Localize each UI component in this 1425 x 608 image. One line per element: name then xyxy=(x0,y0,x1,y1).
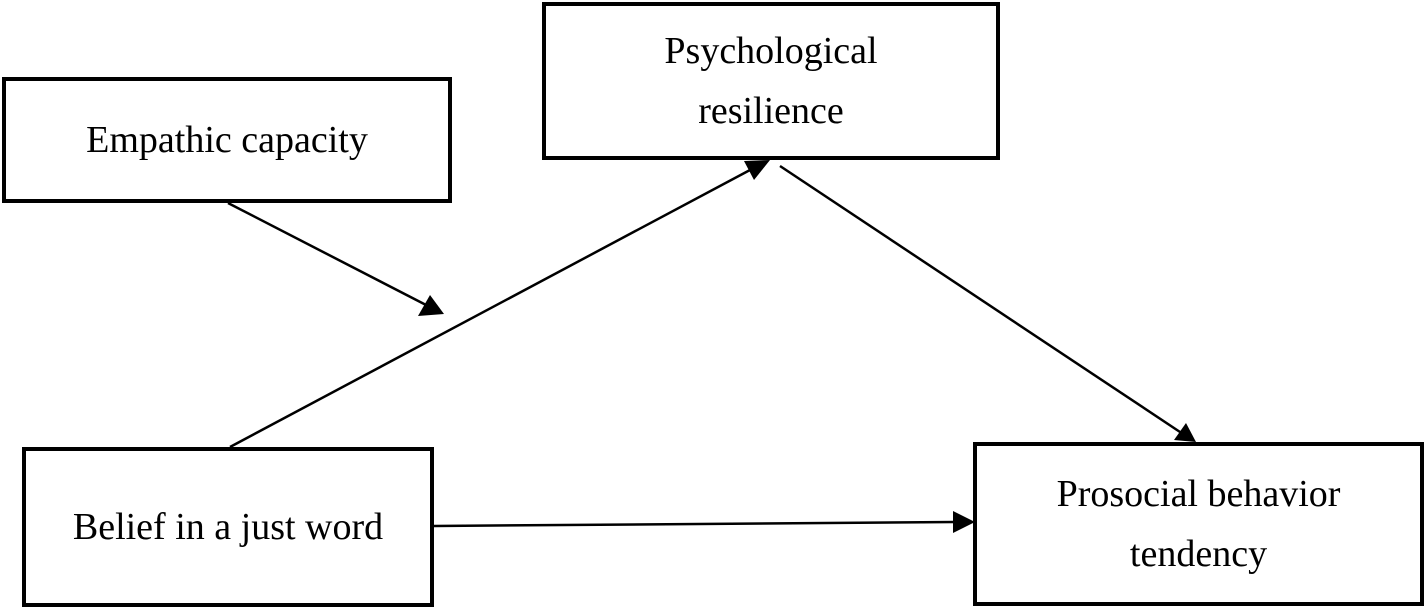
node-empathic-capacity: Empathic capacity xyxy=(2,77,452,203)
node-belief-in-a-just-word: Belief in a just word xyxy=(22,447,434,607)
arrowhead-prosocial-top xyxy=(1174,423,1196,442)
arrowhead-resilience xyxy=(744,160,770,180)
edge-empathy-moderation-line xyxy=(227,201,429,308)
node-empathic-capacity-label: Empathic capacity xyxy=(86,119,368,161)
arrowhead-moderation xyxy=(418,295,444,316)
node-psychological-resilience-label-line-2: resilience xyxy=(698,90,844,132)
edge-empathy-moderation xyxy=(227,201,444,316)
node-psychological-resilience-label-line-1: Psychological xyxy=(664,30,878,72)
edge-belief-to-resilience-line xyxy=(229,168,751,449)
node-psychological-resilience: Psychological resilience xyxy=(542,2,1000,160)
edge-belief-to-prosocial-line xyxy=(433,520,956,528)
edge-resilience-to-prosocial xyxy=(779,164,1196,442)
arrowhead-prosocial-left xyxy=(953,511,975,533)
edge-belief-to-prosocial xyxy=(433,511,975,533)
node-belief-label: Belief in a just word xyxy=(72,506,384,548)
edge-resilience-to-prosocial-line xyxy=(779,164,1181,434)
node-prosocial-behavior-tendency: Prosocial behavior tendency xyxy=(973,442,1424,606)
node-prosocial-label-line-2: tendency xyxy=(1129,533,1268,575)
edge-belief-to-resilience xyxy=(229,160,770,449)
node-prosocial-label-line-1: Prosocial behavior xyxy=(1056,473,1341,515)
